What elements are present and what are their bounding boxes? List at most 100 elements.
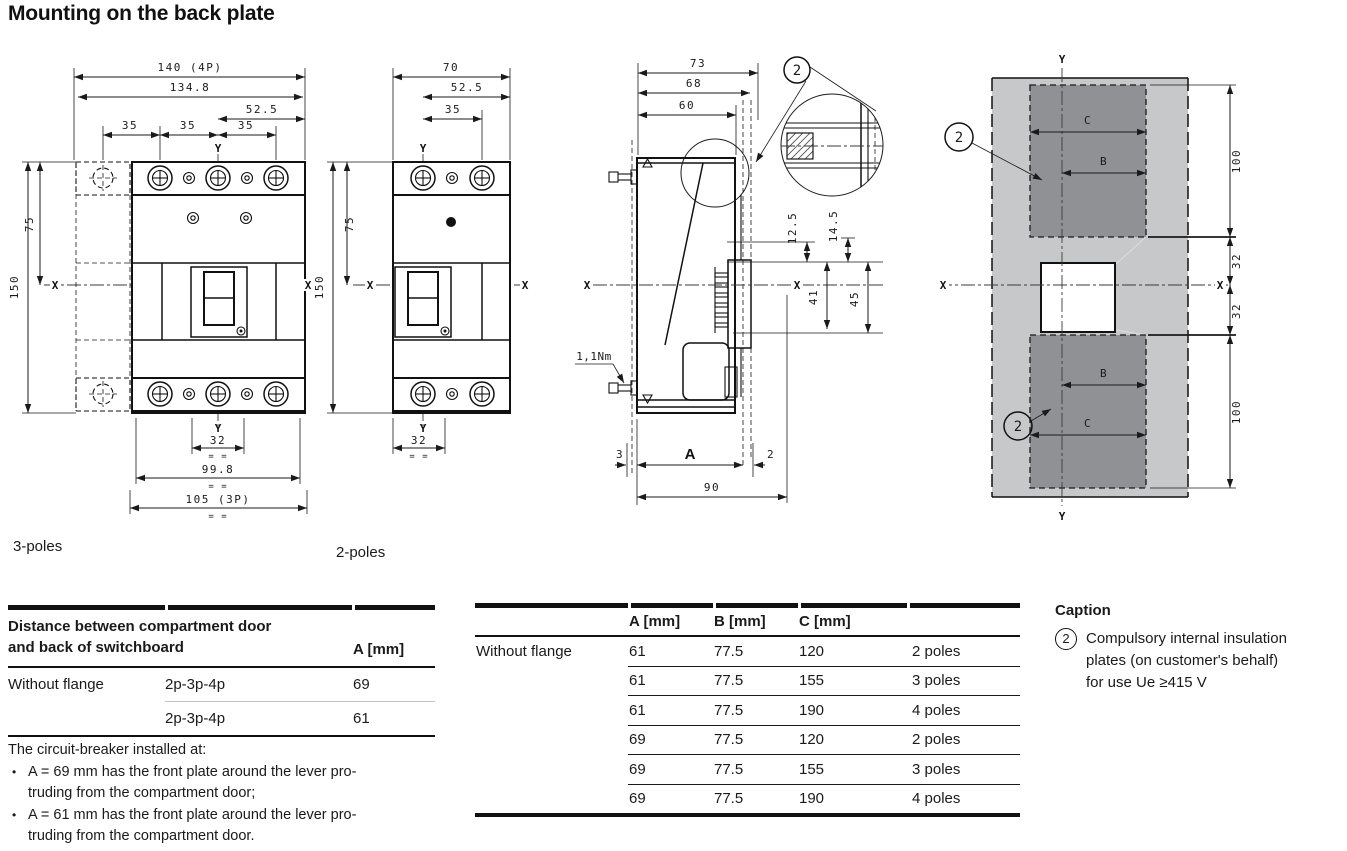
dim-150: 150 [315,275,326,299]
dim-32: 32 [210,434,226,447]
table-row: 69 77.5 155 3 poles [629,760,961,778]
axis-x-left: X [940,279,947,292]
abc-table-header: A [mm] B [mm] C [mm] [475,608,1020,637]
table-row: Without flange 2p-3p-4p 69 [8,676,370,693]
tol-32: = = [208,452,227,462]
axis-x-left: X [52,279,59,292]
detail-bubble [780,93,884,197]
axis-y-bottom: Y [215,422,222,435]
axis-y-top: Y [215,142,222,155]
callout-number: 2 [1014,419,1022,435]
dim-75: 75 [343,216,356,232]
footnote: The circuit-breaker installed at: • A = … [8,740,448,848]
table-row: 69 77.5 120 2 poles [629,731,961,749]
dim-3: 3 [616,448,624,461]
dim-105-3p: 105 (3P) [186,493,251,506]
dim-B-bottom: B [1100,367,1108,380]
dim-99-8: 99.8 [202,463,235,476]
plate-right-dims: 100 32 32 100 [1148,84,1243,489]
axis-x-right: X [305,279,312,292]
axis-x-left: X [584,279,591,292]
detail-circle [680,138,750,208]
table-top-rule [8,605,435,610]
side-body [608,157,752,414]
three-pole-body [131,161,306,414]
mounting-screw-top [608,169,638,185]
torque-callout: 1,1Nm [575,350,625,384]
abc-dimensions-table: A [mm] B [mm] C [mm] Without flange 61 7… [475,603,1020,817]
dim-60: 60 [679,99,695,112]
two-pole-drawing: 70 52.5 35 Y [315,61,531,462]
dim-52-5: 52.5 [451,81,484,94]
tol-32: = = [409,452,428,462]
dim-32-top: 32 [1230,253,1243,269]
detail-bubble-content [781,94,883,196]
dim-C-bottom: C [1084,417,1092,430]
dim-C-top: C [1084,114,1092,127]
col-header-c: C [mm] [799,613,851,630]
dim-100-bottom: 100 [1230,400,1243,424]
back-plate-drawing: Y Y X X C B B C 100 32 32 100 [938,53,1243,523]
caption-text: Compulsory internal insulation plates (o… [1086,630,1287,691]
footnote-bullet-1: • A = 69 mm has the front plate around t… [12,763,357,802]
row-separator [165,701,435,702]
two-pole-top-dims: 70 52.5 35 Y [392,61,511,160]
footnote-intro: The circuit-breaker installed at: [8,742,207,758]
dim-150: 150 [10,275,21,299]
axis-x-mid: X [794,279,801,292]
footnote-bullet-2: • A = 61 mm has the front plate around t… [12,806,357,845]
plate-callout-bottom: 2 [1003,408,1052,441]
table-row: 2p-3p-4p 61 [165,710,370,727]
col-header-b: B [mm] [714,613,766,630]
row-separator [628,665,1020,667]
dim-35-2: 35 [180,119,196,132]
dim-75: 75 [23,216,36,232]
three-pole-drawing: 140 (4P) 134.8 52.5 35 35 35 Y [10,61,314,522]
dim-A: A [685,446,696,463]
dim-68: 68 [686,77,702,90]
two-pole-body [392,161,511,414]
back-plate [991,77,1189,498]
caption-item: 2 Compulsory internal insulation plates … [1055,628,1345,694]
callout-number: 2 [955,130,963,146]
table-bottom-rule [475,813,1020,817]
caption-number-badge: 2 [1055,628,1077,650]
side-bottom-dims: 3 A 2 90 [615,295,788,505]
side-view-drawing: 73 68 60 [575,56,884,505]
dim-12-5: 12.5 [786,212,799,245]
table-row: 61 77.5 155 3 poles [629,672,961,690]
dim-70: 70 [443,61,459,74]
caption-block: Caption 2 Compulsory internal insulation… [1055,602,1345,694]
axis-x-right: X [522,279,529,292]
torque-label: 1,1Nm [576,350,612,363]
page-title: Mounting on the back plate [8,2,275,25]
insulation-plate-top [1029,84,1147,238]
detail-callout: 2 [755,56,884,197]
axis-x-left: X [367,279,374,292]
table-top-rule [475,603,1020,608]
side-top-dims: 73 68 60 [637,57,759,155]
table-row: 69 77.5 190 4 poles [629,790,961,808]
row-separator [628,754,1020,755]
tol-105: = = [208,512,227,522]
two-pole-bottom-dims: Y 32 = = [392,418,446,462]
three-pole-bottom-dims: Y 32 = = 99.8 = = 105 (3P) = = [129,418,308,522]
dim-32: 32 [411,434,427,447]
axis-y-bottom: Y [1059,510,1066,523]
dim-134-8: 134.8 [170,81,211,94]
distance-table-header: Distance between compartment door and ba… [8,610,435,668]
two-pole-left-dims: 150 75 X X [315,161,531,414]
plate-cutout [1040,262,1116,333]
plate-callout-top: 2 [944,122,1043,181]
dim-B-top: B [1100,155,1108,168]
dim-2: 2 [767,448,775,461]
dim-35-3: 35 [238,119,254,132]
distance-table-title: Distance between compartment door and ba… [8,618,272,656]
axis-y-top: Y [420,142,427,155]
table-row: Without flange 61 77.5 120 2 poles [476,642,961,660]
dashed-fourth-pole [75,161,132,412]
three-pole-left-dims: 150 75 X X [10,161,314,414]
caption-title: Caption [1055,602,1111,619]
tol-99-8: = = [208,482,227,492]
